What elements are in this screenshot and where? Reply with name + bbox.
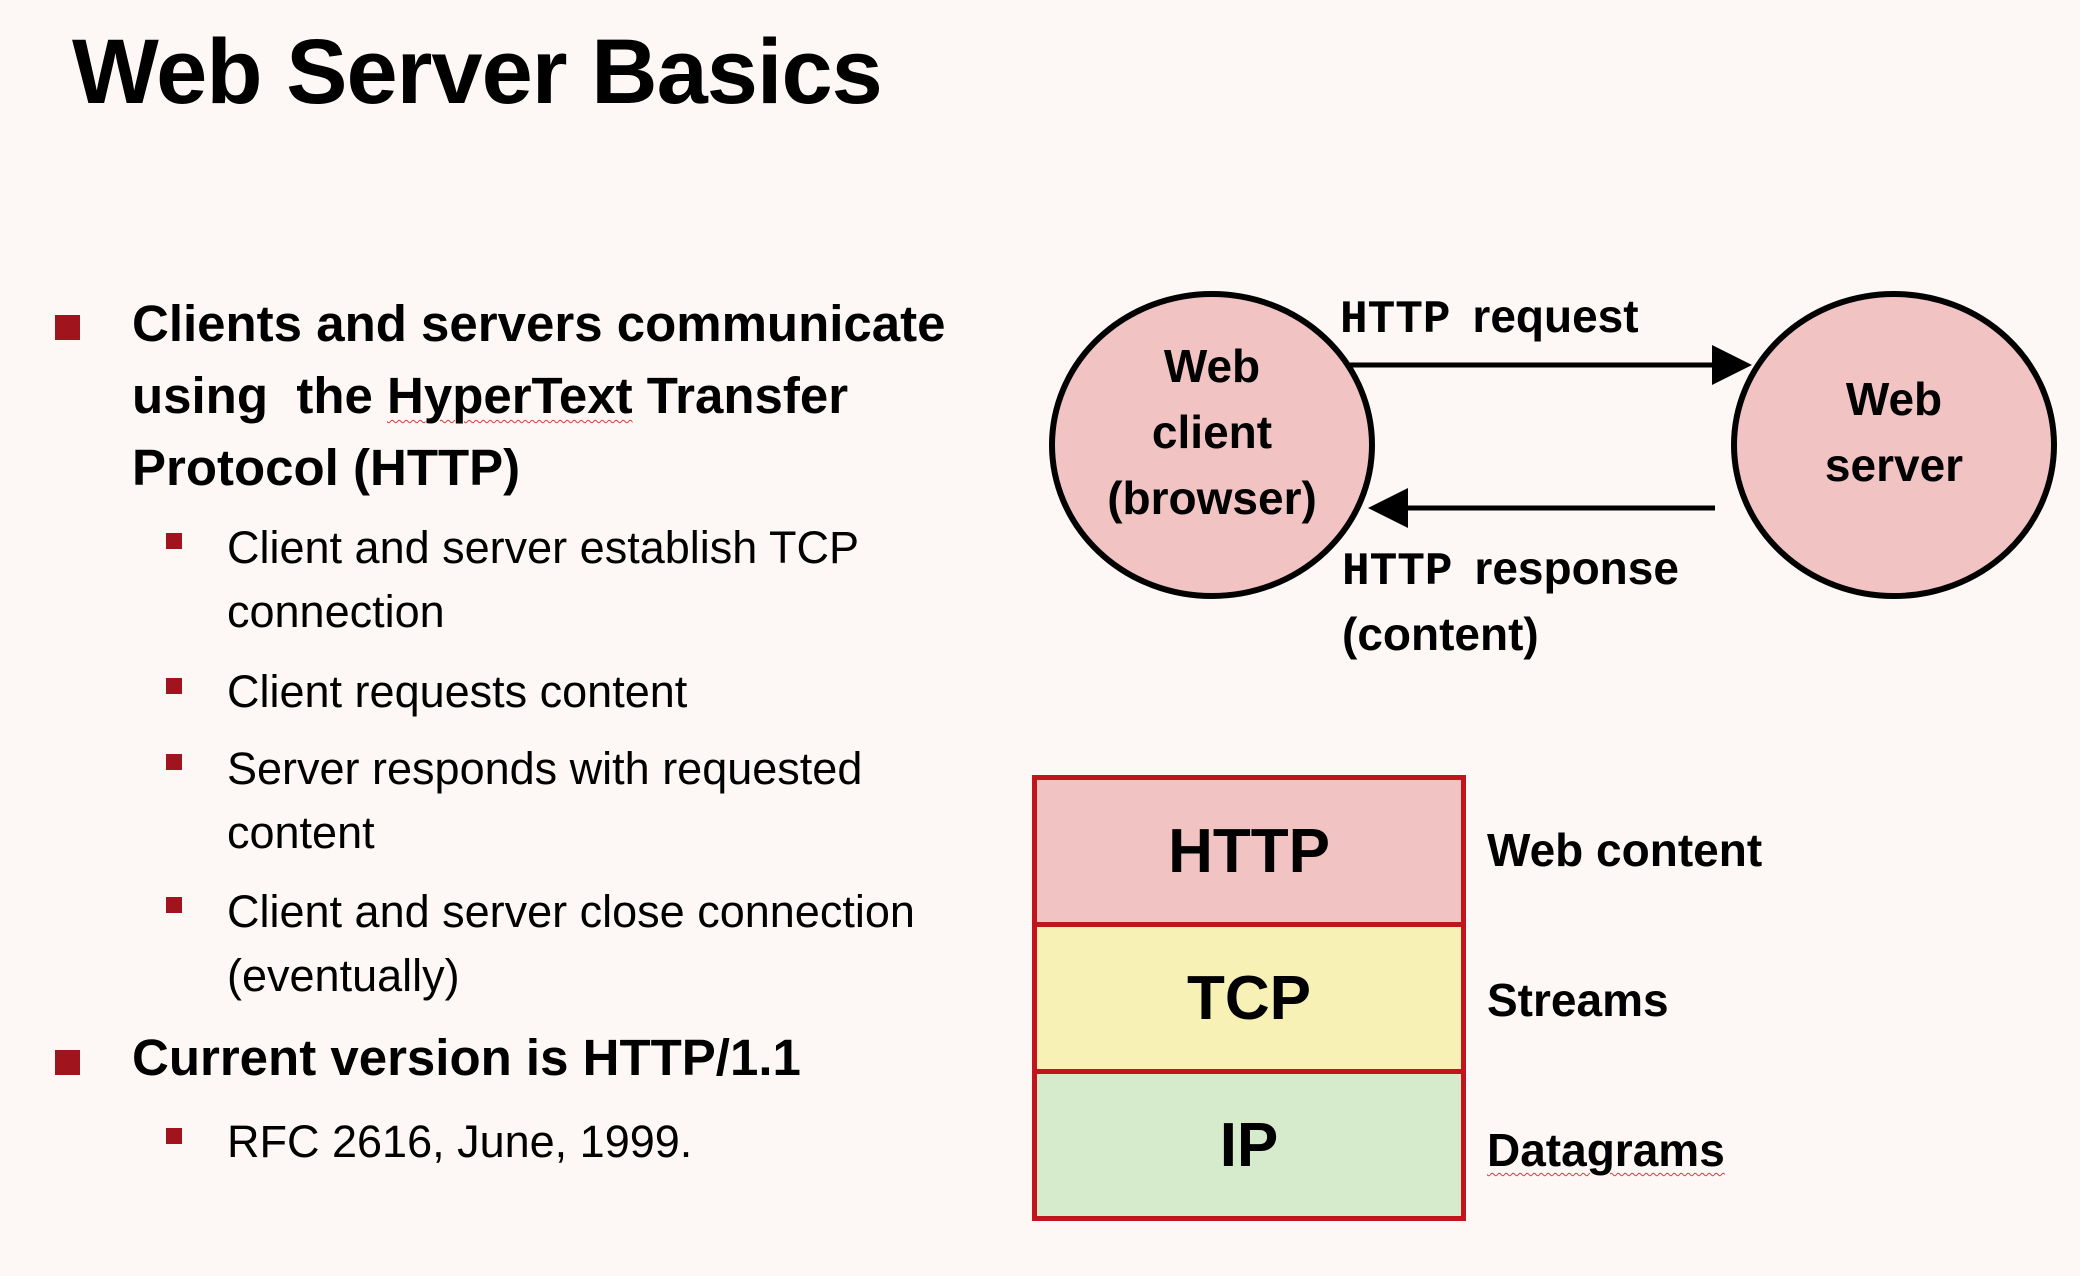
sub-bullet-1: Client and server establish TCP connecti… xyxy=(227,516,1017,644)
bullet-marker xyxy=(55,1050,80,1075)
layer-tcp: TCP xyxy=(1037,922,1461,1069)
client-node xyxy=(1049,291,1375,599)
layer-http-desc: Web content xyxy=(1487,824,1763,876)
sub-bullet-3: Server responds with requested content xyxy=(227,737,1017,865)
layer-tcp-desc: Streams xyxy=(1487,974,1669,1026)
bullet-1-line-1: Clients and servers communicate xyxy=(132,295,946,352)
bullet-1-line-2-start: using the xyxy=(132,367,387,424)
client-label-line: client xyxy=(1152,406,1272,458)
bullet-marker xyxy=(55,315,80,340)
sub-bullet-2: Client requests content xyxy=(227,660,1017,724)
client-server-diagram: Web client (browser) Web server HTTP requ… xyxy=(1049,290,2057,660)
sub-bullet-marker xyxy=(166,1128,182,1144)
sub-bullet-4: Client and server close connection (even… xyxy=(227,880,1017,1008)
sub-bullet-marker xyxy=(166,754,182,770)
sub-bullet-line: (eventually) xyxy=(227,950,460,1001)
bullet-2-line-1: Current version is HTTP/1.1 xyxy=(132,1029,801,1086)
sub-bullet-line: Client requests content xyxy=(227,666,688,717)
layer-ip-desc: Datagrams xyxy=(1487,1124,1725,1176)
bullet-1-line-2-end: Transfer xyxy=(632,367,849,424)
sub-bullet-line: content xyxy=(227,807,375,858)
request-code: HTTP xyxy=(1340,294,1450,346)
response-label: HTTP response xyxy=(1342,542,1679,598)
response-code: HTTP xyxy=(1342,546,1452,598)
layer-ip: IP xyxy=(1037,1069,1461,1216)
sub-bullet-line: connection xyxy=(227,586,445,637)
sub-bullet-line: Client and server close connection xyxy=(227,886,915,937)
sub-bullet-line: RFC 2616, June, 1999. xyxy=(227,1116,693,1167)
sub-bullet-line: Client and server establish TCP xyxy=(227,522,859,573)
client-label-line: (browser) xyxy=(1107,472,1317,524)
bullet-1-text: Clients and servers communicate using th… xyxy=(132,288,1012,504)
slide-title: Web Server Basics xyxy=(72,21,883,123)
server-label-line: server xyxy=(1825,439,1963,491)
response-word: response xyxy=(1474,542,1679,594)
server-label-line: Web xyxy=(1846,373,1942,425)
bullet-1-line-2: using the HyperText Transfer xyxy=(132,360,1012,432)
server-node xyxy=(1731,291,2057,599)
client-label-line: Web xyxy=(1164,340,1260,392)
sub-bullet-5: RFC 2616, June, 1999. xyxy=(227,1110,1017,1174)
request-word: request xyxy=(1472,290,1638,342)
layer-http: HTTP xyxy=(1037,780,1461,922)
sub-bullet-line: Server responds with requested xyxy=(227,743,863,794)
spellcheck-word: HyperText xyxy=(387,367,633,424)
bullet-list: Clients and servers communicate using th… xyxy=(0,0,1010,1276)
response-note: (content) xyxy=(1342,608,1539,660)
bullet-1-line-3: Protocol (HTTP) xyxy=(132,439,521,496)
sub-bullet-marker xyxy=(166,533,182,549)
request-label: HTTP request xyxy=(1340,290,1639,346)
bullet-2-text: Current version is HTTP/1.1 xyxy=(132,1022,1012,1094)
sub-bullet-marker xyxy=(166,897,182,913)
protocol-stack: HTTP TCP IP xyxy=(1032,775,1466,1221)
sub-bullet-marker xyxy=(166,678,182,694)
